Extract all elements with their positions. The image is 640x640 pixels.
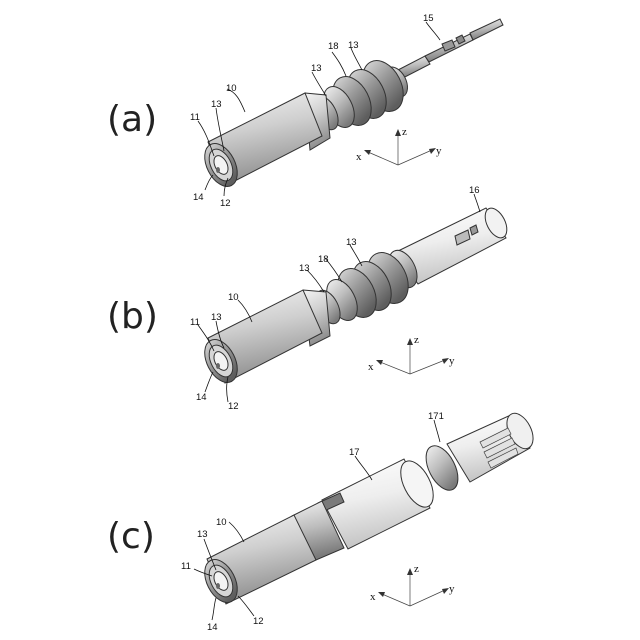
ref-17: 17 [349, 447, 360, 458]
ref-14: 14 [207, 622, 218, 633]
ref-13: 13 [348, 40, 359, 51]
panel-a: (a) [107, 13, 503, 209]
connector-assembly-c [198, 409, 538, 608]
ref-12: 12 [228, 401, 239, 412]
ref-16: 16 [469, 185, 480, 196]
pin-terminal-15 [398, 19, 503, 78]
outer-shell-10 [198, 290, 330, 388]
axis-label-x: x [368, 361, 374, 373]
panel-label-c: (c) [107, 516, 155, 557]
ref-12: 12 [253, 616, 264, 627]
connector-assembly-b [198, 205, 511, 388]
panel-b: (b) [107, 185, 511, 412]
ref-11: 11 [190, 317, 200, 328]
ref-13: 13 [211, 312, 222, 323]
ref-18: 18 [318, 254, 329, 265]
ref-11: 11 [190, 112, 200, 123]
ref-13: 13 [311, 63, 322, 74]
axis-triad-c: z x y [370, 563, 455, 606]
panel-label-b: (b) [107, 296, 158, 337]
ref-14: 14 [193, 192, 204, 203]
ref-13: 13 [197, 529, 208, 540]
axis-label-y: y [449, 355, 455, 367]
axis-label-z: z [414, 563, 419, 575]
axis-label-y: y [436, 145, 442, 157]
ref-13: 13 [211, 99, 222, 110]
ref-171: 171 [428, 411, 444, 422]
ref-10: 10 [228, 292, 239, 303]
ref-10: 10 [226, 83, 237, 94]
ref-13: 13 [346, 237, 357, 248]
ref-14: 14 [196, 392, 207, 403]
axis-label-z: z [402, 126, 407, 138]
panel-label-a: (a) [107, 99, 157, 140]
ref-13: 13 [299, 263, 310, 274]
axis-label-y: y [449, 583, 455, 595]
axis-triad-b: z x y [368, 334, 455, 374]
ref-10: 10 [216, 517, 227, 528]
ref-11: 11 [181, 561, 191, 572]
axis-label-x: x [370, 591, 376, 603]
axis-label-x: x [356, 151, 362, 163]
axis-triad-a: z x y [356, 126, 442, 165]
ref-18: 18 [328, 41, 339, 52]
panel-c: (c) [107, 409, 538, 633]
ref-15: 15 [423, 13, 434, 24]
ref-12: 12 [220, 198, 231, 209]
front-housing-171 [447, 409, 538, 482]
axis-label-z: z [414, 334, 419, 346]
